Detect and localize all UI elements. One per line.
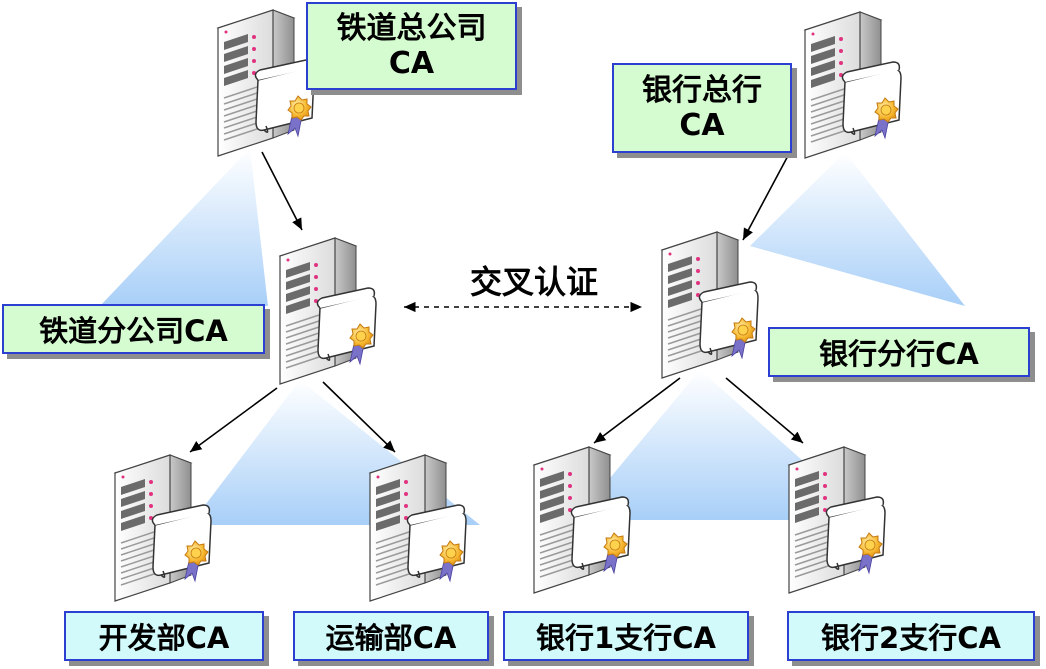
arrow-bankbranch-to-sub1 [593,377,681,444]
server-icon-dev [114,454,212,602]
bank-sub1-ca-label: 银行1支行CA [503,611,749,661]
rail-hq-triangle [100,148,268,306]
bank-sub1-ca-text: 银行1支行CA [536,621,716,655]
rail-hq-ca-line2: CA [388,46,435,81]
bank-hq-ca-line1: 银行总行 [642,72,762,108]
rail-branch-ca-text: 铁道分公司CA [39,314,228,348]
dev-dept-ca-text: 开发部CA [98,621,230,655]
server-icon-rail-branch [279,237,377,385]
arrow-bankbranch-to-sub2 [725,377,804,444]
server-icon-rail-hq [217,9,315,157]
bank-sub2-ca-text: 银行2支行CA [821,621,1001,655]
cross-certification-label: 交叉认证 [469,263,598,301]
rail-hq-ca-line1: 铁道总公司 [336,10,487,46]
bank-branch-ca-label: 银行分行CA [768,327,1030,377]
server-icon-bank-sub2 [788,446,886,594]
server-icon-transport [369,454,467,602]
transport-dept-ca-text: 运输部CA [325,621,457,655]
transport-dept-ca-label: 运输部CA [293,611,489,661]
arrow-railbranch-to-dev [189,387,278,453]
bank-hq-ca-label: 银行总行 CA [612,63,792,153]
bank-sub2-ca-label: 银行2支行CA [787,611,1035,661]
dev-dept-ca-label: 开发部CA [64,611,264,661]
rail-branch-ca-label: 铁道分公司CA [2,304,265,354]
arrow-railbranch-to-transport [322,381,396,453]
server-icon-bank-branch [661,231,759,379]
arrow-railhq-to-railbranch [261,151,303,231]
bank-hq-ca-line2: CA [679,108,725,143]
server-icon-bank-hq [804,11,902,159]
server-icon-bank-sub1 [533,446,631,594]
arrow-bankhq-to-bankbranch [742,151,791,241]
bank-branch-ca-text: 银行分行CA [819,337,979,371]
rail-hq-ca-label: 铁道总公司 CA [306,2,517,90]
bank-hq-triangle [750,152,965,306]
